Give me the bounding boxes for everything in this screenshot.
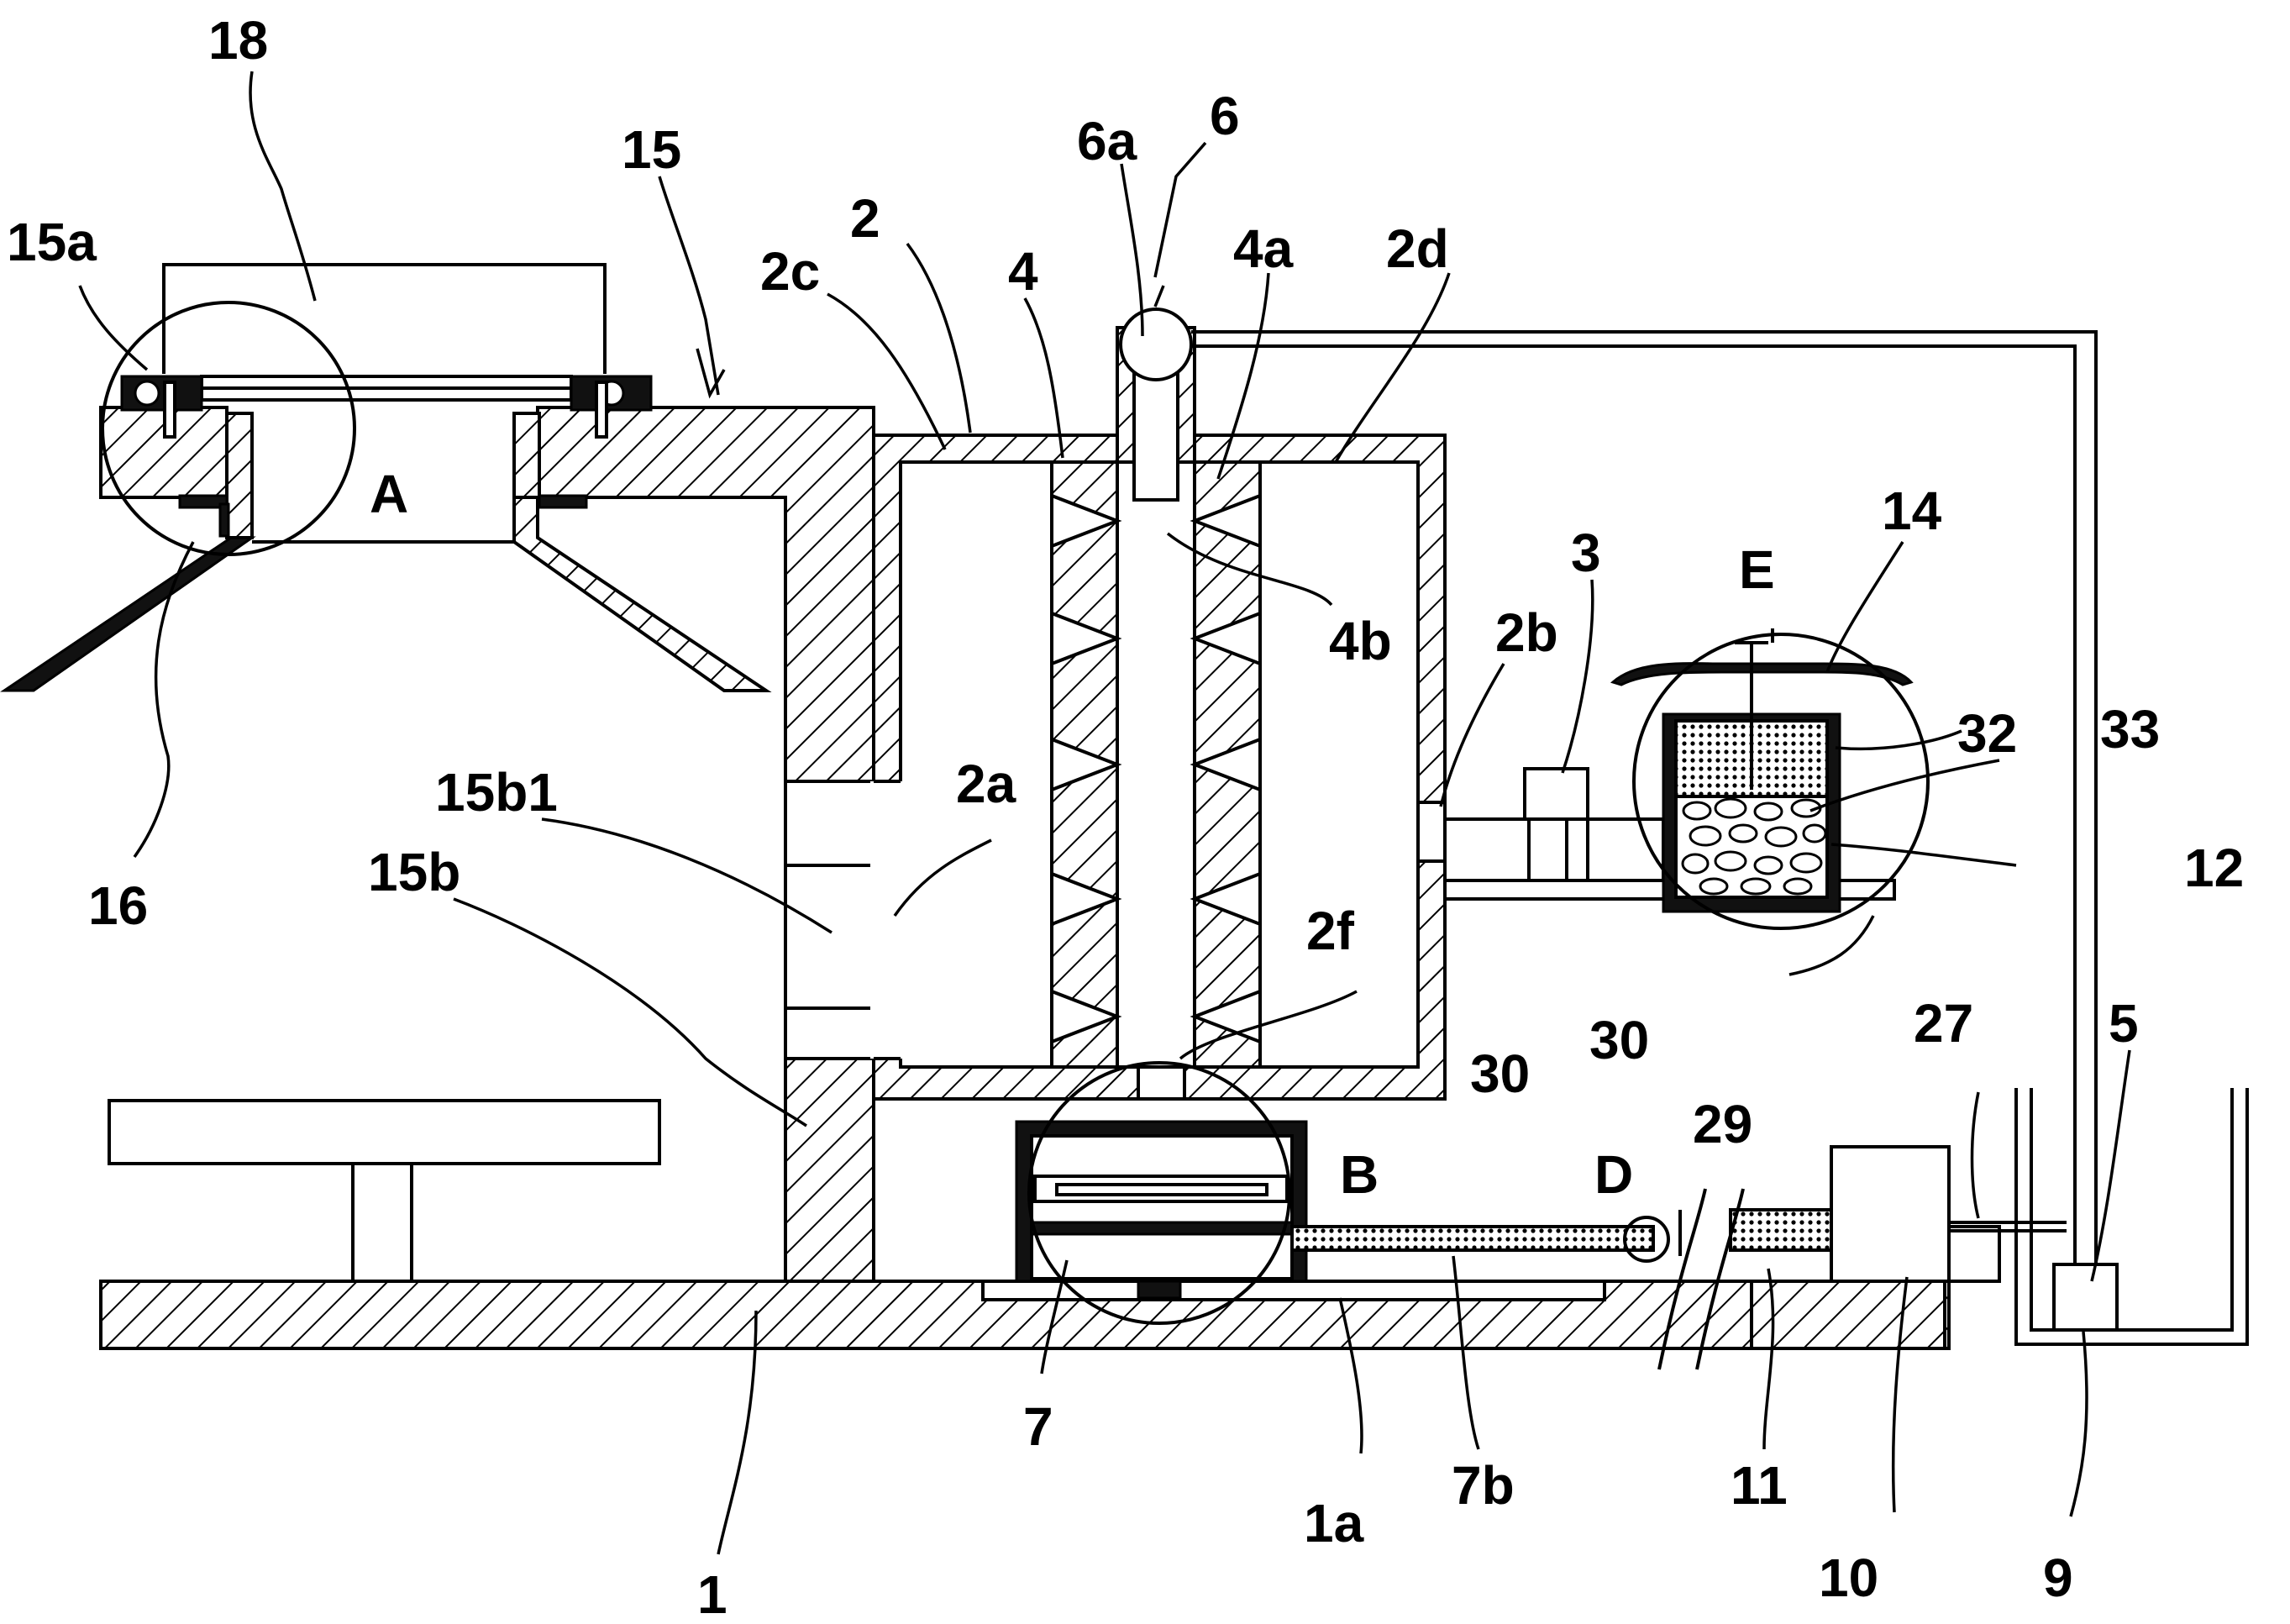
label-14: 14 bbox=[1882, 481, 1942, 541]
detail-circle-d bbox=[1623, 1216, 1670, 1263]
label-B: B bbox=[1340, 1144, 1379, 1205]
opening-2a bbox=[870, 781, 904, 1059]
label-6a: 6a bbox=[1077, 111, 1137, 171]
label-1: 1 bbox=[697, 1564, 727, 1624]
outlet-2f bbox=[1137, 1065, 1186, 1101]
label-E: E bbox=[1739, 539, 1775, 600]
label-16: 16 bbox=[88, 875, 148, 936]
reference-labels: 18 15 15a A 16 15b1 15b 2c 2 4 6a 6 4a 2… bbox=[7, 10, 2244, 1624]
nozzle bbox=[1116, 307, 1196, 502]
label-2c: 2c bbox=[760, 241, 820, 302]
label-5: 5 bbox=[2109, 993, 2139, 1054]
suction-hood bbox=[0, 412, 772, 692]
label-7: 7 bbox=[1023, 1396, 1053, 1457]
label-2: 2 bbox=[850, 188, 880, 249]
label-30-left: 30 bbox=[1470, 1043, 1530, 1104]
cover-14 bbox=[1610, 662, 1914, 686]
label-15b1: 15b1 bbox=[435, 762, 558, 823]
label-29: 29 bbox=[1693, 1094, 1752, 1154]
label-4b: 4b bbox=[1329, 611, 1392, 671]
label-11: 11 bbox=[1731, 1455, 1788, 1516]
label-2f: 2f bbox=[1306, 901, 1355, 961]
label-1a: 1a bbox=[1304, 1493, 1364, 1553]
water-tank bbox=[2014, 1088, 2249, 1346]
label-7b: 7b bbox=[1452, 1455, 1515, 1516]
workbench-table bbox=[108, 1099, 661, 1283]
label-2a: 2a bbox=[956, 754, 1016, 814]
label-15b: 15b bbox=[368, 842, 460, 902]
filter-platform bbox=[1443, 628, 1914, 913]
label-3: 3 bbox=[1571, 523, 1601, 583]
top-frame bbox=[120, 263, 653, 439]
label-15a: 15a bbox=[7, 212, 97, 272]
opening-2b bbox=[1416, 801, 1447, 863]
label-2b: 2b bbox=[1495, 602, 1558, 663]
detail-circle-b bbox=[1027, 1061, 1291, 1325]
label-D: D bbox=[1594, 1144, 1633, 1205]
detail-circle-e bbox=[1632, 633, 1930, 930]
pump-10 bbox=[1830, 1145, 2067, 1283]
label-32: 32 bbox=[1957, 703, 2017, 764]
filter-pebbles bbox=[1681, 797, 1827, 896]
label-A: A bbox=[370, 464, 408, 524]
label-30-right: 30 bbox=[1589, 1010, 1649, 1070]
frame-arm bbox=[99, 406, 875, 1283]
leader-lines bbox=[78, 71, 2131, 1555]
label-27: 27 bbox=[1914, 993, 1973, 1054]
detail-circle-a bbox=[101, 301, 356, 556]
label-6: 6 bbox=[1210, 86, 1240, 146]
water-pipe bbox=[1191, 330, 2098, 1264]
inner-cylinder bbox=[1050, 460, 1262, 1069]
label-10: 10 bbox=[1819, 1548, 1878, 1608]
label-18: 18 bbox=[208, 10, 268, 71]
label-15: 15 bbox=[622, 119, 681, 180]
label-9: 9 bbox=[2043, 1548, 2073, 1608]
collection-chamber bbox=[1015, 1120, 1308, 1300]
label-2d: 2d bbox=[1386, 218, 1449, 279]
label-4: 4 bbox=[1008, 241, 1038, 302]
label-33: 33 bbox=[2100, 699, 2160, 759]
label-12: 12 bbox=[2184, 838, 2244, 898]
label-4a: 4a bbox=[1233, 218, 1294, 279]
